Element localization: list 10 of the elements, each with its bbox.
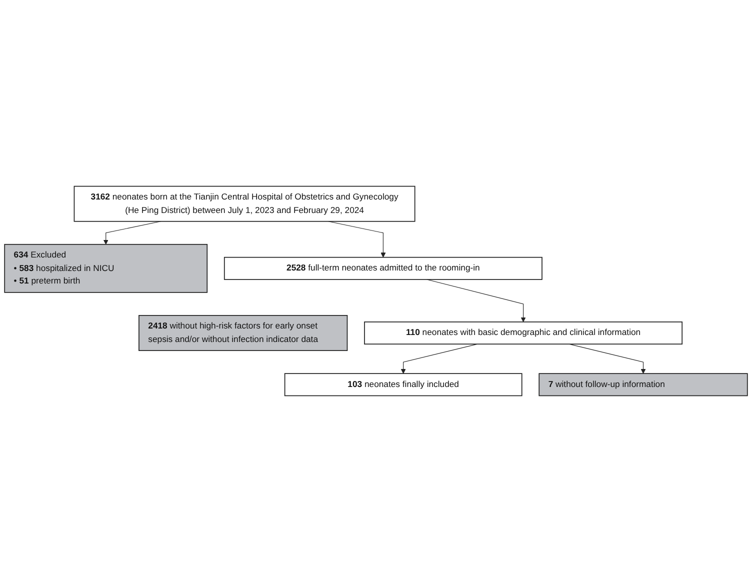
node-box: 2418 without high-risk factors for early onset sepsis and/or without infection indicator data [138,315,348,351]
node-box: 110 neonates with basic demographic and clinical information [364,322,683,344]
arrow [400,344,478,374]
node-box: 2528 full-term neonates admitted to the rooming-in [224,256,542,280]
node-box: 103 neonates finally included [284,373,522,396]
arrow [426,279,526,322]
node-box: 7 without follow-up information [538,373,748,396]
node-box: 3162 neonates born at the Tianjin Central Hospital of Obstetrics and Gynecology (He Ping District) between July 1, 2023 and February 29, 2024 [74,186,416,222]
arrow [568,344,646,374]
node-box: 634 Excluded • 583 hospitalized in NICU • 51 preterm birth [4,244,208,293]
